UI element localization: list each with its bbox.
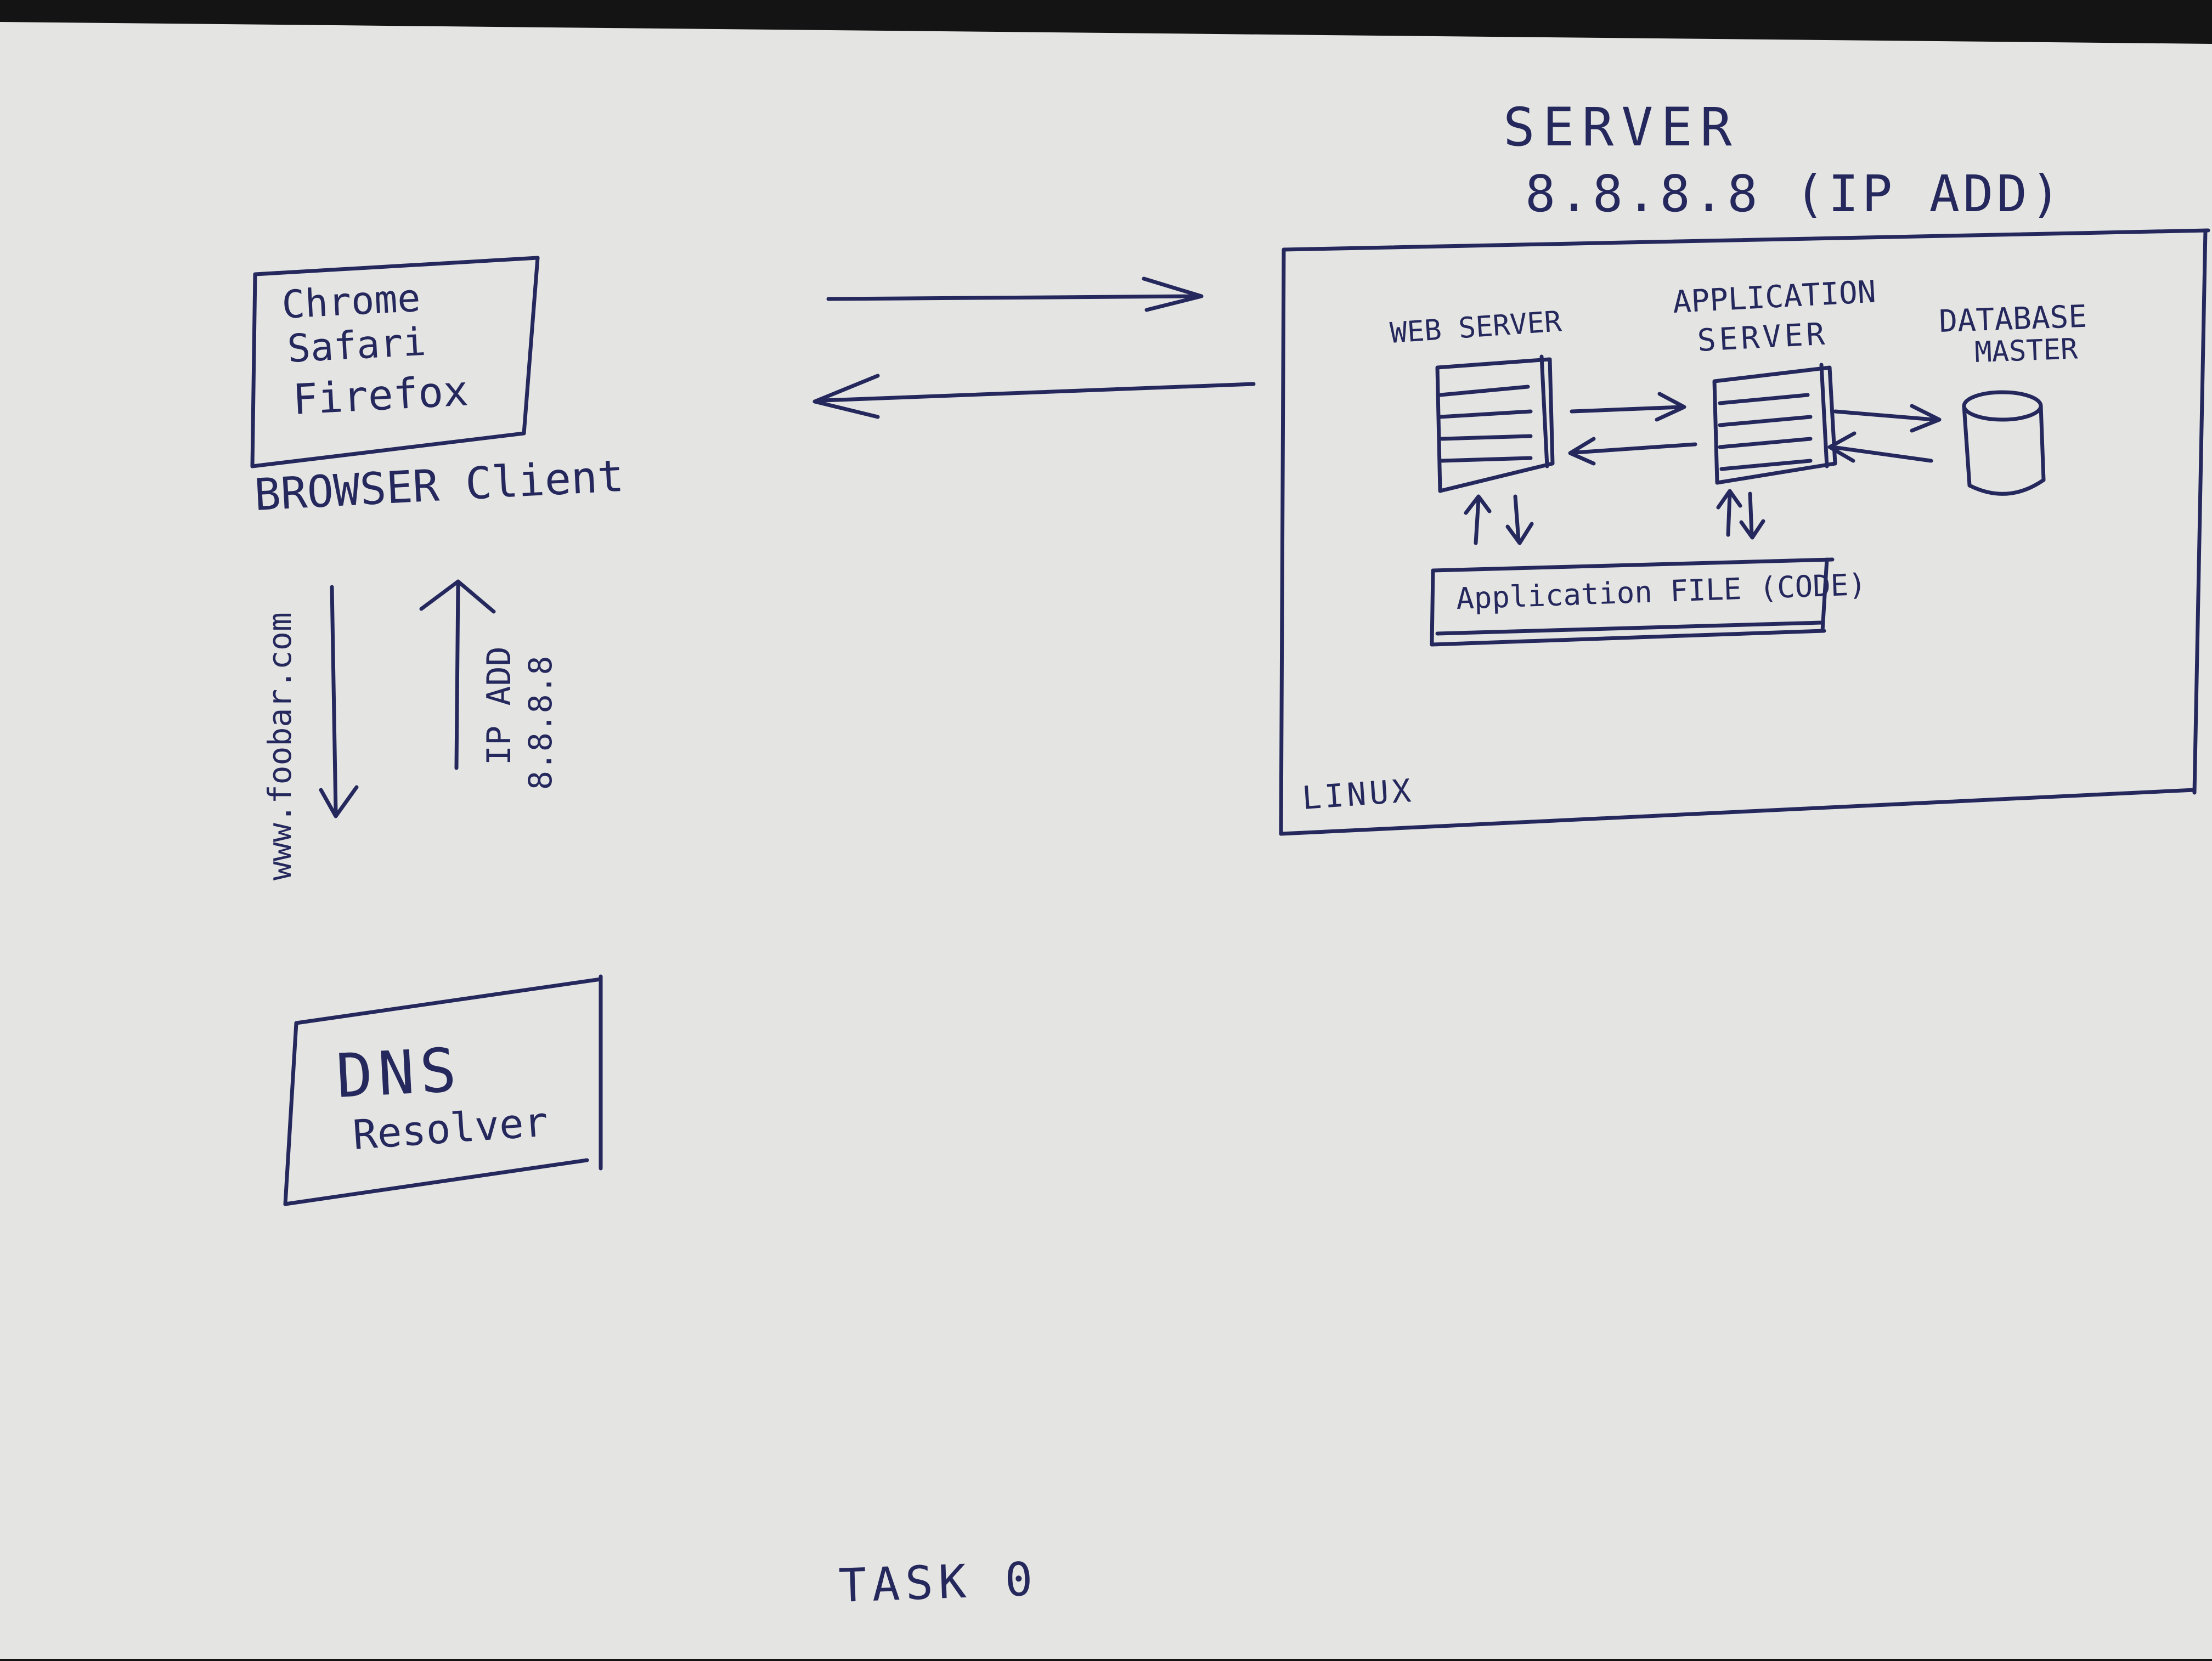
- application-file-box: [1430, 557, 1835, 647]
- arrow-down-icon: [1739, 491, 1765, 540]
- dns-label: DNS: [335, 1035, 464, 1111]
- server-ip-label: 8.8.8.8 (IP ADD): [1525, 165, 2064, 223]
- application-server-rack-icon: [1712, 363, 1837, 485]
- task-label: TASK 0: [838, 1552, 1039, 1613]
- database-label-line1: DATABASE: [1938, 299, 2087, 340]
- dns-query-label: www.foobar.com: [261, 612, 298, 880]
- arrow-right-icon: [826, 276, 1204, 312]
- arrow-down-icon: [1505, 494, 1534, 545]
- application-server-label-line2: SERVER: [1696, 317, 1829, 359]
- arrow-up-icon: [419, 579, 496, 770]
- arrow-down-icon: [319, 585, 359, 818]
- web-server-rack-icon: [1435, 354, 1555, 493]
- linux-label: LINUX: [1301, 772, 1415, 817]
- arrow-left-icon: [812, 374, 1256, 419]
- browser-firefox-label: Firefox: [291, 366, 470, 424]
- browser-chrome-label: Chrome: [281, 275, 422, 327]
- paper-sheet: [0, 22, 2212, 1659]
- arrow-left-icon: [1827, 431, 1933, 463]
- dns-response-ip-label: IP ADD: [480, 646, 518, 765]
- server-box: [1279, 228, 2210, 836]
- database-label-line2: MASTER: [1974, 332, 2079, 369]
- arrow-up-icon: [1464, 494, 1492, 545]
- database-cylinder-icon: [1962, 390, 2046, 496]
- arrow-up-icon: [1716, 489, 1742, 537]
- server-title: SERVER: [1503, 97, 1740, 158]
- arrow-left-icon: [1568, 437, 1697, 466]
- dns-response-ip-value: 8.8.8.8: [522, 656, 559, 790]
- browser-client-box: [250, 256, 540, 468]
- arrow-right-icon: [1833, 404, 1942, 433]
- browser-safari-label: Safari: [286, 319, 427, 371]
- arrow-right-icon: [1570, 392, 1686, 422]
- dns-resolver-box: [283, 974, 603, 1206]
